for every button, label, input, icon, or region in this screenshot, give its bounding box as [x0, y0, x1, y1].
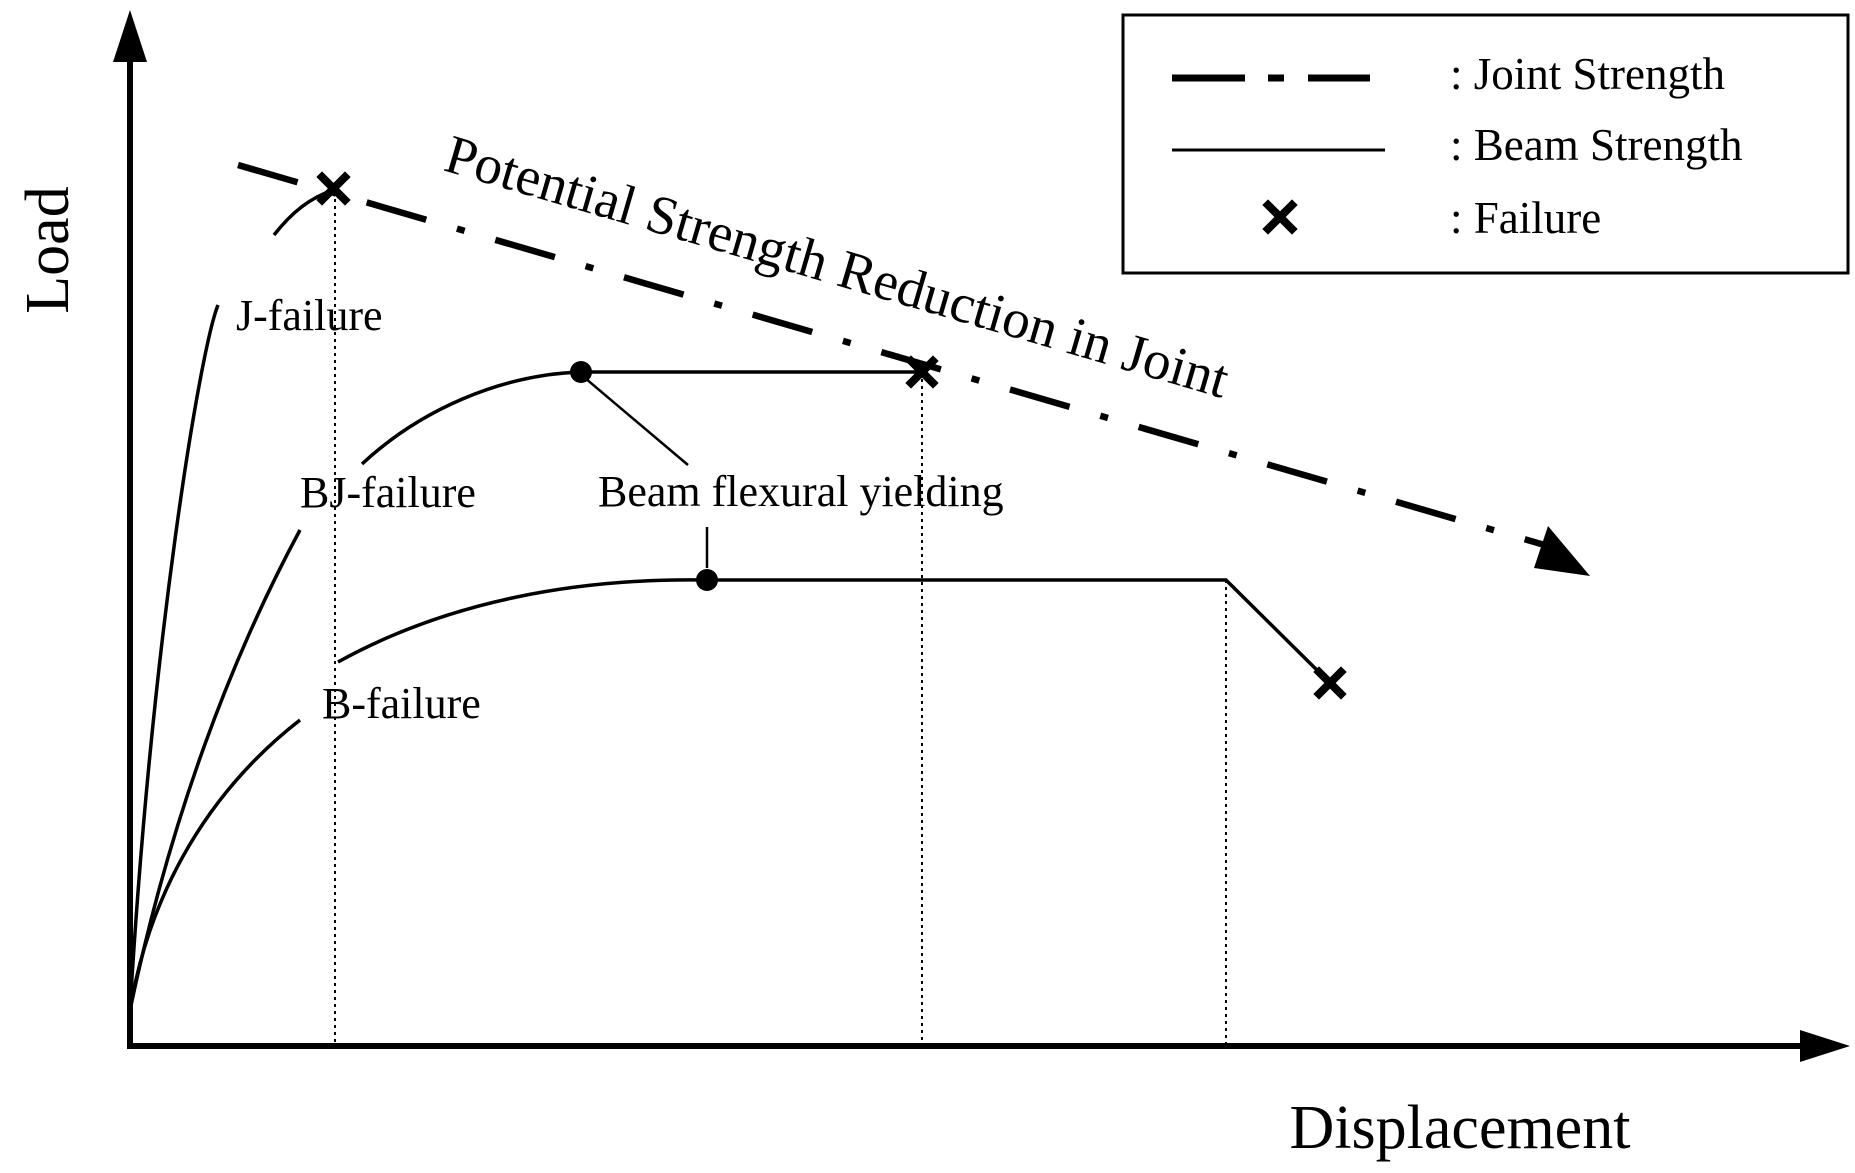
curves	[128, 188, 1332, 1011]
joint-strength-trend	[237, 161, 1590, 576]
j-failure-label: J-failure	[236, 291, 383, 340]
y-axis-label: Load	[14, 186, 82, 313]
joint-strength-line	[237, 161, 1556, 552]
guide-lines	[334, 192, 1227, 1044]
bj-failure-curve-upper	[360, 370, 922, 466]
bj-yield-leader	[584, 377, 689, 466]
legend-beam-strength-label: : Beam Strength	[1450, 120, 1742, 170]
legend-box	[1121, 13, 1850, 275]
bj-failure-curve	[128, 529, 302, 1011]
joint-strength-arrowhead	[1534, 526, 1590, 576]
b-failure-label: B-failure	[322, 679, 481, 728]
legend-failure-icon	[1262, 199, 1298, 235]
legend-failure-label: : Failure	[1450, 193, 1601, 243]
strength-reduction-label: Potential Strength Reduction in Joint	[439, 123, 1236, 410]
b-failure-curve-upper	[337, 578, 1332, 685]
axes	[113, 10, 1850, 1062]
j-failure-curve	[128, 304, 220, 1011]
b-yield-point	[696, 569, 718, 591]
legend-joint-strength-label: : Joint Strength	[1450, 49, 1725, 99]
b-failure-marker	[1313, 666, 1347, 700]
bj-failure-marker	[905, 355, 939, 389]
legend: : Joint Strength : Beam Strength : Failu…	[1121, 13, 1850, 275]
b-failure-curve	[128, 718, 302, 1011]
j-failure-marker	[316, 171, 351, 206]
bj-failure-label: BJ-failure	[300, 468, 476, 517]
x-axis-arrowhead	[1800, 1030, 1850, 1062]
yield-markers	[570, 361, 718, 591]
failure-markers	[316, 171, 1347, 700]
x-axis-label: Displacement	[1290, 1094, 1631, 1162]
y-axis-arrowhead	[113, 10, 147, 62]
bj-yield-point	[570, 361, 592, 383]
beam-flexural-yielding-label: Beam flexural yielding	[598, 467, 1004, 516]
